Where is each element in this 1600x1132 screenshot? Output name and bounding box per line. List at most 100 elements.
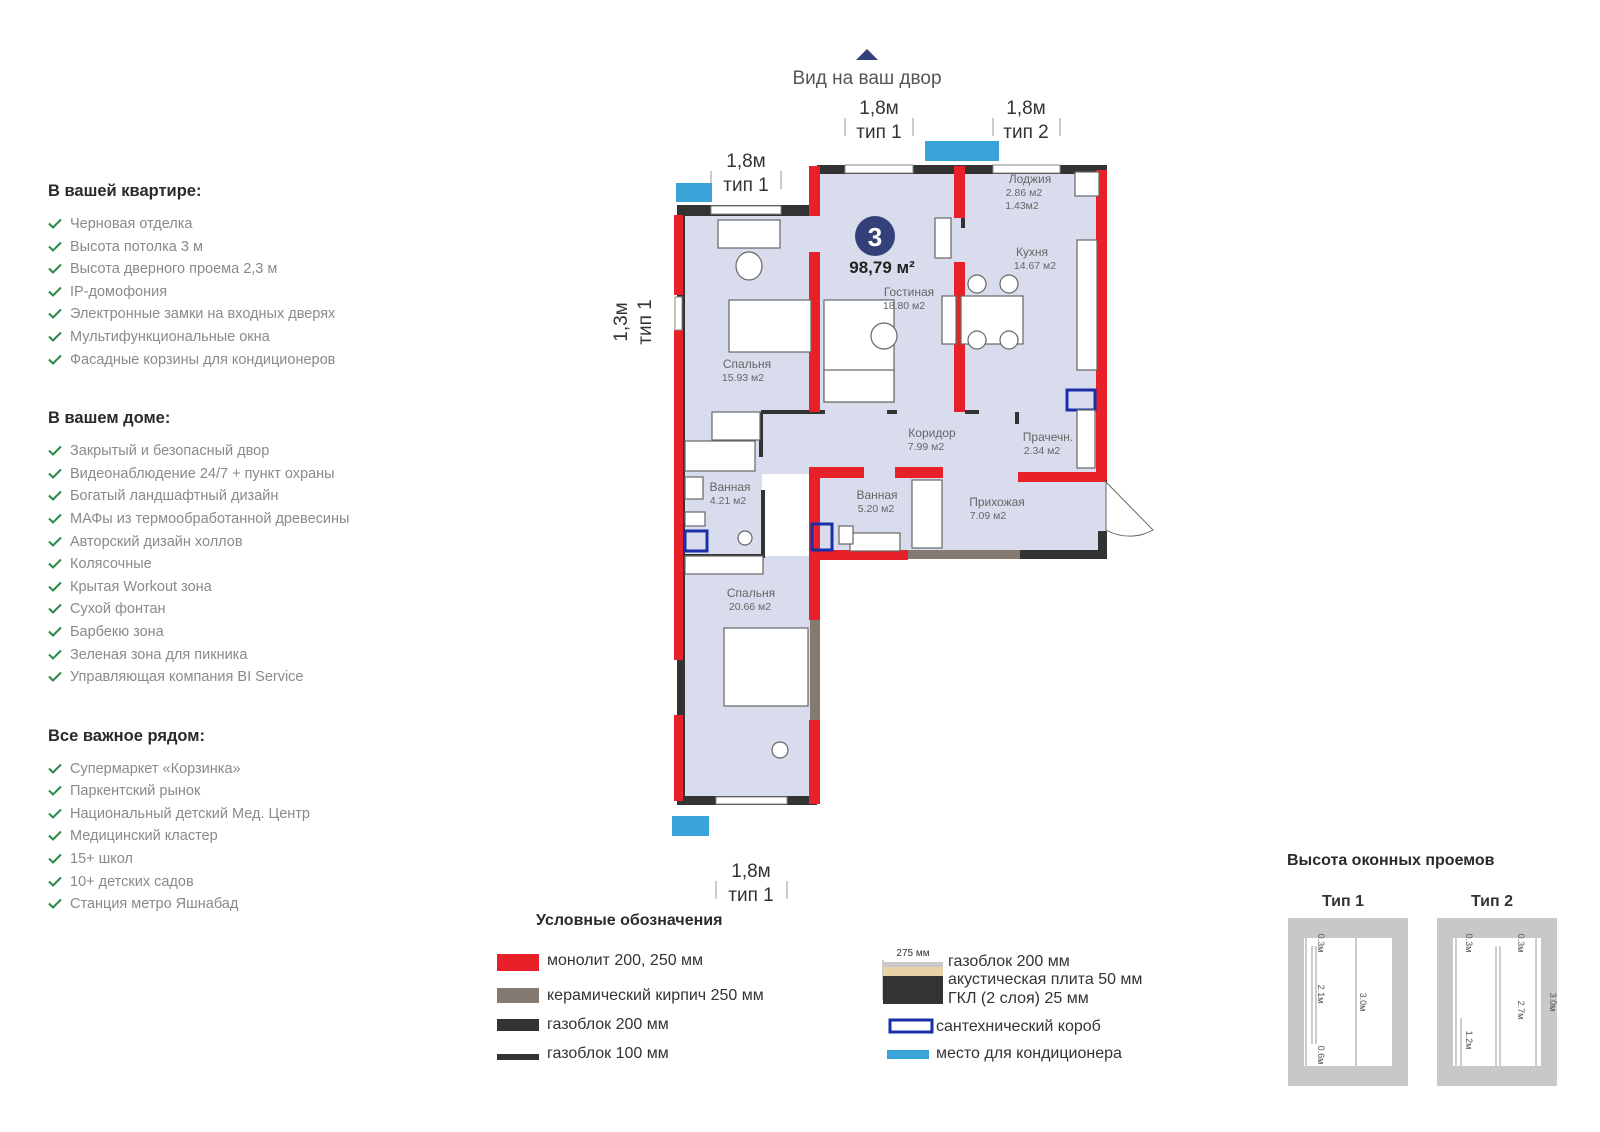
window-type-label: тип 1 (856, 122, 901, 143)
section-title: Все важное рядом: (48, 726, 205, 745)
room-area: 2.34 м2 (1024, 445, 1061, 457)
list-item-label: Фасадные корзины для кондиционеров (70, 351, 336, 368)
list-item: Видеонаблюдение 24/7 + пункт охраны (48, 463, 428, 486)
list-item-label: Закрытый и безопасный двор (70, 443, 270, 460)
apartment-area: 98,79 м² (849, 258, 915, 277)
list-item-label: Супермаркет «Корзинка» (70, 760, 241, 777)
section-apartment: В вашей квартире: Черновая отделка Высот… (48, 182, 428, 371)
room-name: Гостиная (884, 285, 934, 299)
type2-mid: 2.7м (1516, 1001, 1526, 1020)
room-area: 7.09 м2 (970, 510, 1007, 522)
list-item-label: Сухой фонтан (70, 601, 166, 618)
legend-brick: керамический кирпич 250 мм (547, 987, 764, 1004)
list-item-label: IP-домофония (70, 283, 168, 300)
type1-label: Тип 1 (1322, 893, 1365, 910)
list-item-label: Зеленая зона для пикника (70, 646, 248, 663)
plumbing-boxes (683, 388, 1097, 553)
list-item: IP-домофония (48, 281, 428, 304)
room-area: 7.99 м2 (908, 441, 945, 453)
legend-gas200-swatch (497, 1019, 539, 1031)
feature-list: Закрытый и безопасный двор Видеонаблюден… (48, 440, 428, 689)
list-item-label: Управляющая компания BI Service (70, 669, 304, 686)
window-frames (674, 164, 1061, 805)
info-sidebar: В вашей квартире: Черновая отделка Высот… (48, 182, 428, 946)
check-icon (48, 649, 62, 660)
check-icon (48, 899, 62, 910)
ac-place (925, 141, 999, 161)
legend-title: Условные обозначения (536, 912, 723, 929)
list-item-label: 15+ школ (70, 851, 133, 868)
check-icon (48, 808, 62, 819)
monolith-walls (674, 166, 1107, 804)
section-title: В вашем доме: (48, 409, 171, 428)
room-area: 1.43м2 (1005, 200, 1039, 212)
list-item: Управляющая компания BI Service (48, 666, 428, 689)
legend-ac-swatch (887, 1050, 929, 1059)
room-name: Спальня (727, 586, 775, 600)
check-icon (48, 468, 62, 479)
room-area: 20.66 м2 (729, 601, 771, 613)
type1-total: 3.0м (1358, 993, 1368, 1012)
list-item-label: Барбекю зона (70, 623, 164, 640)
room-area: 5.20 м2 (858, 503, 895, 515)
list-item: Сухой фонтан (48, 598, 428, 621)
check-icon (48, 354, 62, 365)
list-item-label: МАФы из термообработанной древесины (70, 510, 350, 527)
window-type2-diagram: 0.3м 0.3м 2.7м 1.2м 3.0м (1437, 918, 1558, 1086)
section-nearby: Все важное рядом: Супермаркет «Корзинка»… (48, 727, 428, 916)
check-icon (48, 218, 62, 229)
section-house: В вашем доме: Закрытый и безопасный двор… (48, 409, 428, 689)
window-size-label: 1,8м (1006, 98, 1045, 119)
list-item: Высота дверного проема 2,3 м (48, 258, 428, 281)
list-item-label: Станция метро Яшнабад (70, 896, 239, 913)
list-item-label: Богатый ландшафтный дизайн (70, 488, 279, 505)
check-icon (48, 831, 62, 842)
room-name: Коридор (908, 426, 956, 440)
list-item: Медицинский кластер (48, 825, 428, 848)
list-item: Черновая отделка (48, 213, 428, 236)
room-area: 2.86 м2 (1006, 187, 1043, 199)
window-type-label: тип 1 (728, 885, 773, 906)
ac-place (672, 816, 709, 836)
check-icon (48, 309, 62, 320)
check-icon (48, 763, 62, 774)
check-icon (48, 786, 62, 797)
list-item: Барбекю зона (48, 621, 428, 644)
check-icon (48, 286, 62, 297)
room-name: Ванная (856, 488, 897, 502)
legend-plumbing-swatch (888, 1018, 934, 1034)
room-name: Ванная (709, 480, 750, 494)
type2-total: 3.0м (1548, 993, 1558, 1012)
feature-list: Черновая отделка Высота потолка 3 м Высо… (48, 213, 428, 371)
list-item: Электронные замки на входных дверях (48, 303, 428, 326)
legend-ac: место для кондиционера (936, 1045, 1122, 1062)
legend-composite-2: акустическая плита 50 мм (948, 971, 1143, 988)
check-icon (48, 581, 62, 592)
room-area: 14.67 м2 (1014, 260, 1056, 272)
legend-gas200: газоблок 200 мм (547, 1016, 669, 1033)
room-area: 18.80 м2 (883, 300, 925, 312)
list-item: МАФы из термообработанной древесины (48, 508, 428, 531)
type1-top: 0.3м (1316, 934, 1326, 953)
list-item: Зеленая зона для пикника (48, 644, 428, 667)
list-item-label: Паркентский рынок (70, 783, 201, 800)
feature-list: Супермаркет «Корзинка» Паркентский рынок… (48, 758, 428, 916)
check-icon (48, 853, 62, 864)
list-item-label: Колясочные (70, 556, 152, 573)
list-item: Высота потолка 3 м (48, 236, 428, 259)
list-item: 10+ детских садов (48, 871, 428, 894)
room-name: Лоджия (1009, 172, 1052, 186)
room-area: 15.93 м2 (722, 372, 764, 384)
list-item: Паркентский рынок (48, 780, 428, 803)
window-size-label: 1,8м (731, 861, 770, 882)
check-icon (48, 331, 62, 342)
legend-monolith-swatch (497, 954, 539, 971)
type2-label: Тип 2 (1471, 893, 1514, 910)
check-icon (48, 263, 62, 275)
section-title: В вашей квартире: (48, 182, 202, 200)
list-item-label: Высота потолка 3 м (70, 238, 203, 255)
list-item: Супермаркет «Корзинка» (48, 758, 428, 781)
list-item: Закрытый и безопасный двор (48, 440, 428, 463)
window-type1-diagram: 0.3м 2.1м 0.6м 3.0м (1288, 918, 1408, 1086)
